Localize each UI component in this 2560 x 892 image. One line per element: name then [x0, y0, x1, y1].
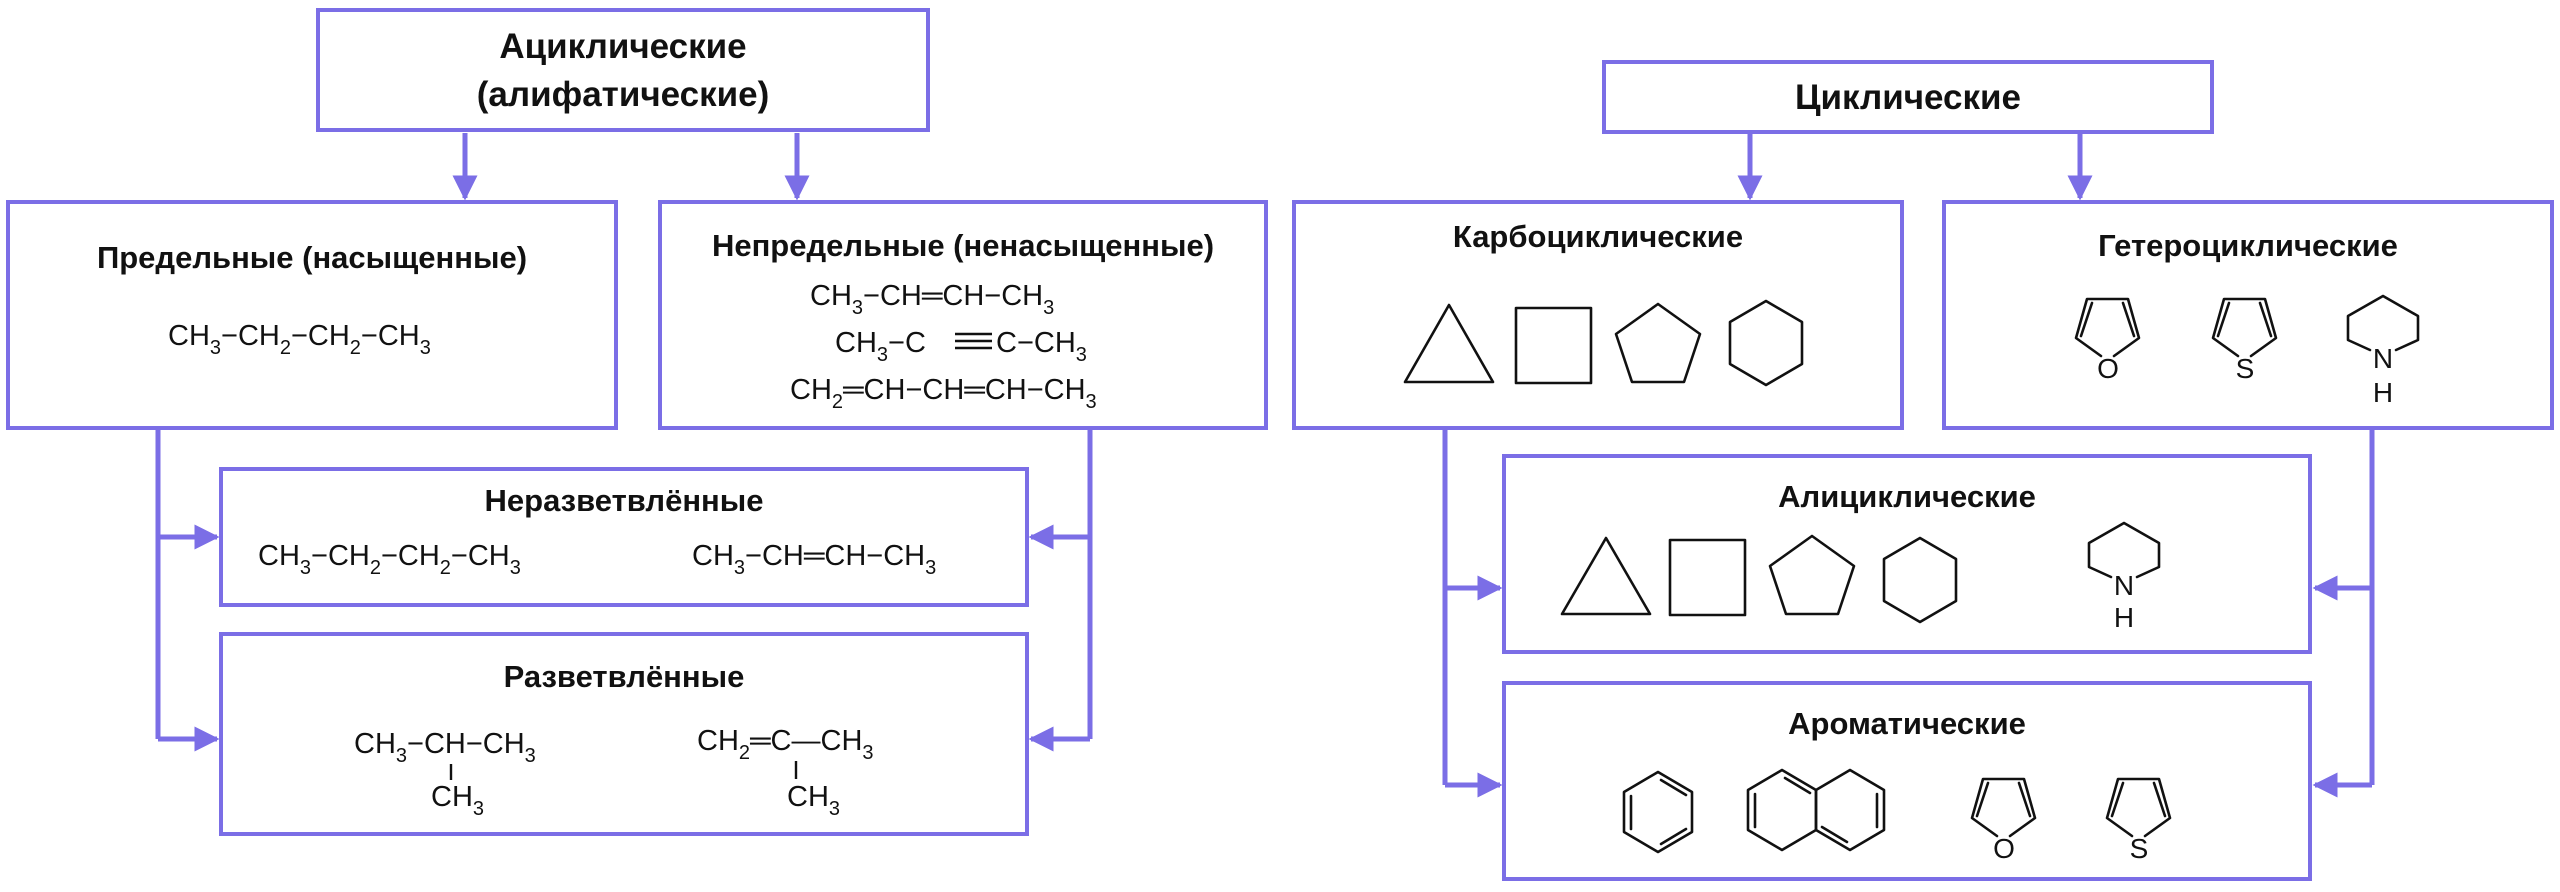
cyclohexane-icon [1728, 299, 1804, 387]
isobutene-branch-methyl: CH3 [787, 781, 840, 820]
svg-text:H: H [2373, 377, 2393, 408]
alicyclic-cyclopropane-icon [1560, 536, 1652, 616]
carbocyclic-title: Карбоциклические [1453, 219, 1743, 254]
alicyclic-box: Алициклические N H [1502, 454, 2312, 654]
thiophene-icon: S [2211, 297, 2278, 384]
alicyclic-title: Алициклические [1778, 479, 2036, 514]
cyclobutane-icon [1514, 306, 1593, 385]
heterocyclic-title: Гетероциклические [2098, 228, 2398, 263]
unsaturated-title: Непредельные (ненасыщенные) [712, 228, 1214, 263]
saturated-box: Предельные (насыщенные) CH3−CH2−CH2−CH3 [6, 200, 618, 430]
triple-bond [955, 332, 992, 350]
butyne-formula-right: C−CH3 [996, 327, 1087, 366]
aromatic-title: Ароматические [1788, 706, 2026, 741]
alicyclic-cyclohexane-icon [1882, 536, 1958, 624]
carbocyclic-box: Карбоциклические [1292, 200, 1904, 430]
heterocyclic-box: Гетероциклические O S N H [1942, 200, 2554, 430]
acyclic-subtitle: (алифатические) [477, 75, 770, 114]
cyclic-box: Циклические [1602, 60, 2214, 134]
unbranched-butane-formula: CH3−CH2−CH2−CH3 [258, 540, 521, 579]
piperidine-icon: N H [2346, 294, 2420, 408]
naphthalene-icon [1746, 768, 1886, 852]
unsaturated-box: Непредельные (ненасыщенные) CH3−CH═CH−CH… [658, 200, 1268, 430]
svg-text:O: O [1993, 833, 2015, 864]
svg-text:S: S [2236, 353, 2255, 384]
cyclic-branch: Циклические Карбоциклические Гетероцикли… [1292, 60, 2554, 881]
isobutane-formula: CH3−CH−CH3 [354, 728, 536, 767]
unbranched-butene-formula: CH3−CH═CH−CH3 [692, 540, 936, 579]
cyclic-title: Циклические [1795, 78, 2021, 117]
butyne-formula-left: CH3−C [835, 327, 926, 366]
isobutene-formula: CH2═C—CH3 [697, 725, 874, 764]
unbranched-box: Неразветвлённые CH3−CH2−CH2−CH3 CH3−CH═C… [219, 467, 1029, 607]
alicyclic-cyclopentane-icon [1768, 534, 1856, 616]
acyclic-branch: Ациклические (алифатические) Предельные … [6, 8, 1268, 836]
alicyclic-cyclobutane-icon [1668, 538, 1747, 617]
acyclic-title: Ациклические [499, 27, 746, 66]
unbranched-title: Неразветвлённые [485, 483, 764, 518]
saturated-title: Предельные (насыщенные) [97, 240, 527, 275]
svg-text:H: H [2114, 602, 2134, 633]
furan-icon: O [2074, 297, 2141, 384]
acyclic-box: Ациклические (алифатические) [316, 8, 930, 132]
svg-text:N: N [2114, 570, 2134, 601]
svg-text:S: S [2130, 833, 2149, 864]
svg-text:O: O [2097, 353, 2119, 384]
aromatic-thiophene-icon: S [2105, 777, 2172, 864]
aromatic-box: Ароматические O [1502, 681, 2312, 881]
benzene-icon [1622, 770, 1694, 854]
butane-formula: CH3−CH2−CH2−CH3 [168, 320, 431, 359]
aromatic-furan-icon: O [1970, 777, 2037, 864]
butadiene-formula: CH2═CH−CH═CH−CH3 [790, 374, 1097, 413]
alicyclic-piperidine-icon: N H [2087, 521, 2161, 633]
branched-title: Разветвлённые [504, 659, 745, 694]
svg-text:N: N [2373, 343, 2393, 374]
branched-box: Разветвлённые CH3−CH−CH3 CH3 CH2═C—CH3 C… [219, 632, 1029, 836]
cyclopropane-icon [1403, 303, 1495, 384]
isobutane-branch-methyl: CH3 [431, 781, 484, 820]
butene-formula: CH3−CH═CH−CH3 [810, 280, 1054, 319]
cyclopentane-icon [1614, 302, 1702, 384]
